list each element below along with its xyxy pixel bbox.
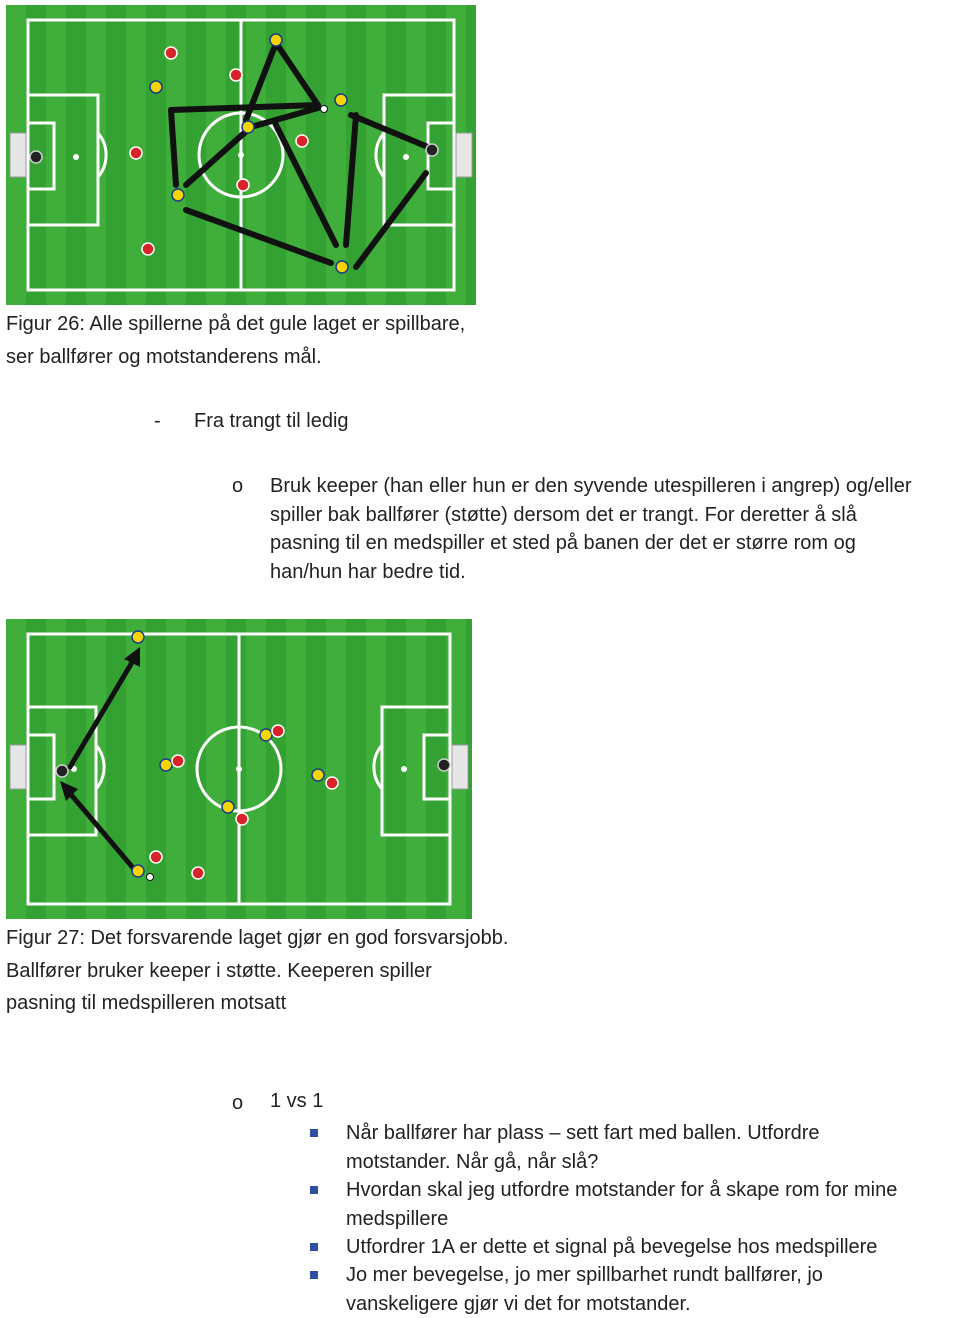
square-bullet-icon xyxy=(310,1129,318,1137)
paragraph-line: spiller bak ballfører (støtte) dersom de… xyxy=(270,503,857,526)
figure-26-pitch xyxy=(6,5,476,305)
square-bullet-icon xyxy=(310,1186,318,1194)
bullet-item: Utfordrer 1A er dette et signal på beveg… xyxy=(346,1233,877,1262)
bullet-line: vanskeligere gjør vi det for motstander. xyxy=(346,1292,691,1315)
onevsone-heading: 1 vs 1 xyxy=(270,1090,324,1112)
bullet-line: Når ballfører har plass – sett fart med … xyxy=(346,1122,820,1144)
square-bullet-icon xyxy=(310,1271,318,1279)
bullet-line: Utfordrer 1A er dette et signal på beveg… xyxy=(346,1236,878,1258)
paragraph-line: Bruk keeper (han eller hun er den syvend… xyxy=(270,475,912,497)
paragraph-line: pasning til en medspiller et sted på ban… xyxy=(270,532,856,554)
circle-marker: o xyxy=(232,1092,244,1114)
figure-27-caption: Figur 27: Det forsvarende laget gjør en … xyxy=(6,922,508,1020)
caption-line: Ballfører bruker keeper i støtte. Keeper… xyxy=(6,959,432,982)
players-26 xyxy=(29,33,439,274)
football-pitch-diagram-26 xyxy=(6,5,476,305)
bullet-item: Når ballfører har plass – sett fart med … xyxy=(346,1119,820,1176)
caption-line: ser ballfører og motstanderens mål. xyxy=(6,345,322,368)
figure-27-pitch xyxy=(6,619,472,919)
caption-line: Figur 26: Alle spillerne på det gule lag… xyxy=(6,313,466,335)
figure-26-caption: Figur 26: Alle spillerne på det gule lag… xyxy=(6,308,465,373)
bullet-item: Hvordan skal jeg utfordre motstander for… xyxy=(346,1176,897,1233)
section-heading: Fra trangt til ledig xyxy=(194,410,349,432)
bullet-item: Jo mer bevegelse, jo mer spillbarhet run… xyxy=(346,1261,823,1318)
circle-marker: o xyxy=(232,475,244,497)
subitem-paragraph: Bruk keeper (han eller hun er den syvend… xyxy=(270,472,912,586)
bullet-line: motstander. Når gå, når slå? xyxy=(346,1150,599,1173)
bullet-line: medspillere xyxy=(346,1207,449,1230)
dash-marker: - xyxy=(154,410,161,432)
bullet-line: Hvordan skal jeg utfordre motstander for… xyxy=(346,1179,898,1201)
caption-line: Figur 27: Det forsvarende laget gjør en … xyxy=(6,927,509,949)
paragraph-line: han/hun har bedre tid. xyxy=(270,560,466,583)
bullet-line: Jo mer bevegelse, jo mer spillbarhet run… xyxy=(346,1264,823,1286)
square-bullet-icon xyxy=(310,1243,318,1251)
football-pitch-diagram-27 xyxy=(6,619,472,919)
players-27 xyxy=(55,630,451,881)
caption-line: pasning til medspilleren motsatt xyxy=(6,992,287,1014)
